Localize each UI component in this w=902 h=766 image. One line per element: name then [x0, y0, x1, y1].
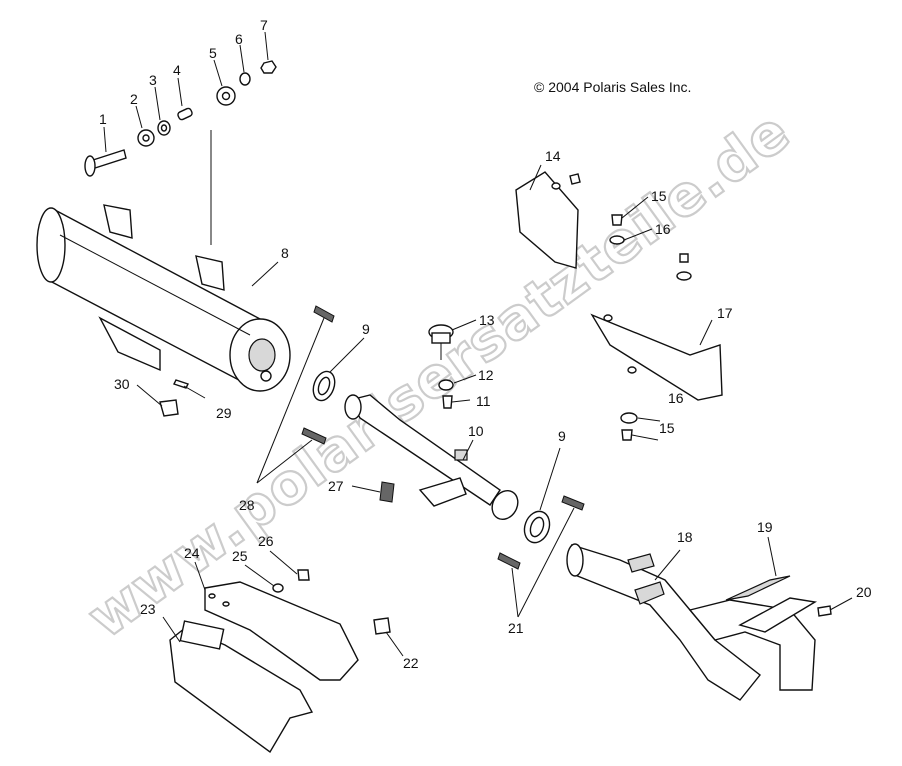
callout-25: 25 [232, 548, 248, 564]
callout-30: 30 [114, 376, 130, 392]
leader-lines [103, 31, 853, 657]
callout-13: 13 [479, 312, 495, 328]
part-16-washer-upper[interactable] [609, 235, 625, 245]
part-6-washer[interactable] [239, 72, 251, 86]
callout-12: 12 [478, 367, 494, 383]
part-1-bolt[interactable] [84, 149, 127, 177]
part-15-screw-lower[interactable] [621, 429, 633, 441]
callout-4: 4 [173, 62, 181, 78]
part-28-spring-lower[interactable] [301, 427, 327, 445]
part-26-nut[interactable] [297, 569, 310, 581]
part-12-washer[interactable] [438, 379, 454, 391]
part-23-heat-shield[interactable] [169, 620, 314, 754]
part-28-spring-upper[interactable] [313, 305, 335, 323]
callout-16-upper: 16 [655, 221, 671, 237]
callout-16-lower: 16 [668, 390, 684, 406]
part-25-washer[interactable] [272, 583, 284, 593]
callout-18: 18 [677, 529, 693, 545]
callout-23: 23 [140, 601, 156, 617]
callout-10: 10 [468, 423, 484, 439]
part-4-bushing[interactable] [177, 107, 193, 121]
callout-14: 14 [545, 148, 561, 164]
part-10-head-pipe[interactable] [344, 394, 523, 524]
part-5-grommet[interactable] [216, 86, 236, 106]
callout-5: 5 [209, 45, 217, 61]
callout-15-lower: 15 [659, 420, 675, 436]
callout-labels: 1 2 3 4 5 6 7 8 9 9 10 11 12 13 14 15 16… [99, 17, 872, 671]
part-16-washer-lower[interactable] [620, 412, 638, 424]
callout-7: 7 [260, 17, 268, 33]
part-15-screw-upper[interactable] [611, 214, 623, 226]
callout-8: 8 [281, 245, 289, 261]
callout-11: 11 [476, 393, 491, 409]
part-18-header-pipe[interactable] [566, 543, 816, 701]
callout-22: 22 [403, 655, 419, 671]
callout-20: 20 [856, 584, 872, 600]
part-9-gasket-lower[interactable] [520, 508, 553, 546]
part-27-spring[interactable] [379, 481, 395, 503]
part-9-gasket-upper[interactable] [309, 368, 338, 403]
part-24-heat-shield[interactable] [204, 581, 359, 681]
callout-24: 24 [184, 545, 200, 561]
callout-9-upper: 9 [362, 321, 370, 337]
part-flange[interactable] [738, 597, 818, 633]
part-11-screw[interactable] [442, 395, 453, 409]
part-3-washer[interactable] [157, 120, 171, 136]
callout-21: 21 [508, 620, 524, 636]
part-13-plug[interactable] [428, 324, 454, 360]
callout-15-upper: 15 [651, 188, 667, 204]
part-20-stud[interactable] [817, 605, 832, 617]
callout-9-lower: 9 [558, 428, 566, 444]
part-17-heat-shield[interactable] [590, 313, 723, 401]
callout-17: 17 [717, 305, 733, 321]
callout-3: 3 [149, 72, 157, 88]
part-2-spacer[interactable] [137, 129, 155, 147]
part-30-bolt[interactable] [159, 399, 179, 417]
part-19-gasket[interactable] [725, 575, 791, 601]
callout-6: 6 [235, 31, 243, 47]
callout-27: 27 [328, 478, 344, 494]
part-22-fastener[interactable] [373, 617, 391, 635]
part-7-nut[interactable] [260, 60, 277, 74]
callout-1: 1 [99, 111, 107, 127]
callout-26: 26 [258, 533, 274, 549]
copyright-text: © 2004 Polaris Sales Inc. [534, 79, 691, 95]
part-8-muffler[interactable] [36, 204, 291, 392]
callout-29: 29 [216, 405, 232, 421]
callout-2: 2 [130, 91, 138, 107]
part-21-spring-lower[interactable] [497, 552, 521, 570]
callout-28: 28 [239, 497, 255, 513]
part-14-heat-shield[interactable] [515, 171, 581, 269]
callout-19: 19 [757, 519, 773, 535]
part-hardware-right[interactable] [676, 253, 692, 281]
part-21-spring-upper[interactable] [561, 495, 585, 511]
